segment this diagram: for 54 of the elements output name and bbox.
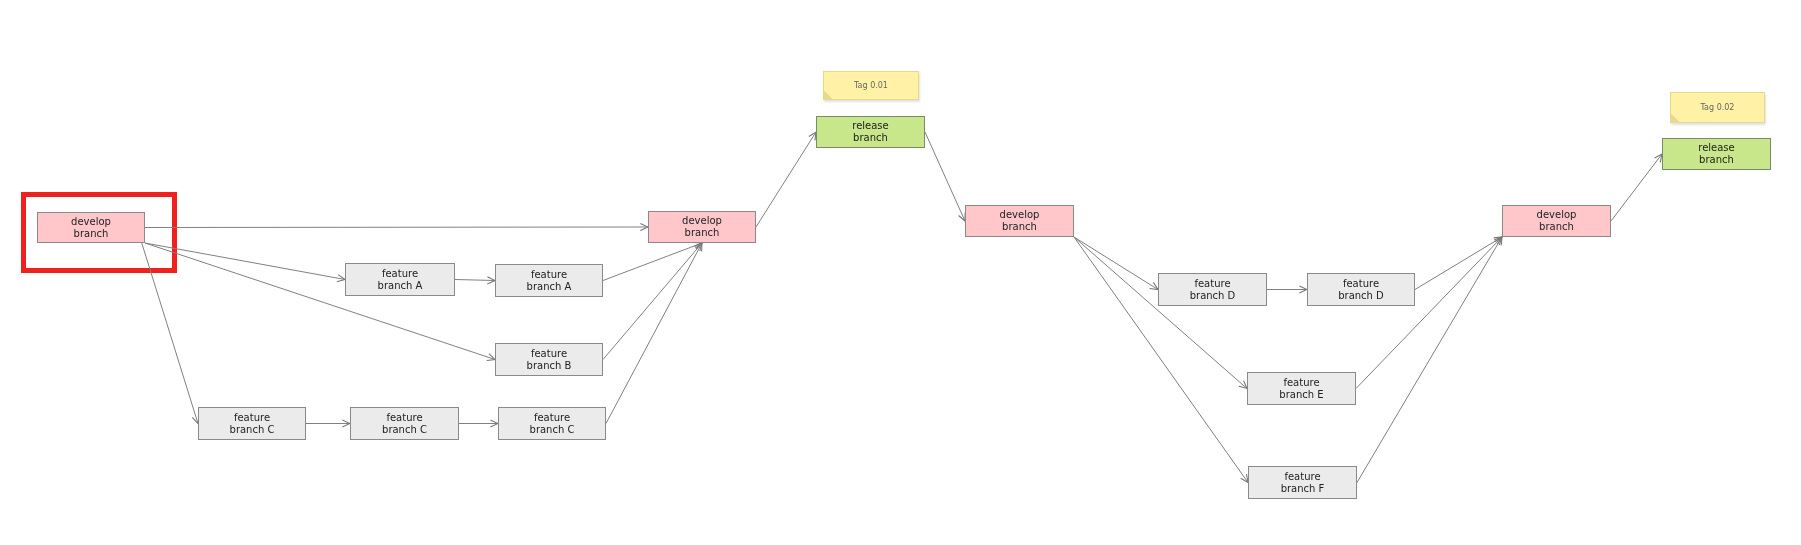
node-label: release branch	[1697, 142, 1736, 166]
arrow	[1266, 285, 1308, 294]
arrow	[924, 131, 966, 222]
release-box	[1662, 138, 1771, 170]
arrow	[458, 419, 499, 428]
arrow	[144, 222, 649, 232]
node-label: Tag 0.01	[854, 80, 888, 91]
node-label: feature branch D	[1188, 277, 1237, 302]
develop-box	[965, 205, 1074, 237]
arrow	[602, 242, 703, 360]
arrow	[602, 241, 703, 281]
feature-box	[1158, 273, 1267, 306]
arrow	[1610, 153, 1663, 222]
arrow	[1073, 236, 1159, 291]
node-label: feature branch A	[525, 268, 573, 293]
develop-box	[37, 212, 145, 243]
arrow	[1073, 236, 1249, 484]
develop-box	[648, 211, 756, 243]
node-label: develop branch	[998, 209, 1041, 233]
node-label: feature branch A	[376, 267, 424, 292]
feature-box	[345, 263, 455, 296]
node-label: feature branch C	[381, 411, 428, 436]
feature-box	[350, 407, 459, 440]
sticky-note	[823, 71, 919, 100]
node-label: develop branch	[70, 215, 112, 240]
node-label: feature branch E	[1278, 376, 1325, 401]
node-label: feature branch F	[1279, 470, 1326, 495]
arrow	[1356, 236, 1503, 483]
feature-box	[1248, 466, 1357, 499]
arrow	[755, 131, 817, 228]
feature-box	[1247, 372, 1356, 405]
feature-box	[198, 407, 306, 440]
arrow	[1073, 236, 1248, 390]
node-label: feature branch C	[528, 411, 576, 436]
arrow	[141, 242, 200, 425]
node-label: develop branch	[1535, 209, 1578, 233]
arrow	[144, 242, 496, 362]
node-label: feature branch B	[525, 347, 573, 372]
sticky-note	[1670, 92, 1765, 123]
node-label: develop branch	[681, 215, 723, 239]
arrow	[305, 419, 351, 428]
feature-box	[495, 343, 603, 376]
release-box	[816, 116, 925, 148]
node-label: feature branch C	[228, 411, 276, 436]
arrow	[1355, 236, 1503, 389]
arrow	[605, 242, 703, 424]
arrow	[454, 276, 496, 285]
feature-box	[1307, 273, 1415, 306]
feature-box	[498, 407, 606, 440]
feature-box	[495, 264, 603, 297]
develop-box	[1502, 205, 1611, 237]
node-label: feature branch D	[1337, 277, 1385, 302]
node-label: release branch	[851, 120, 890, 144]
node-label: Tag 0.02	[1700, 102, 1735, 113]
